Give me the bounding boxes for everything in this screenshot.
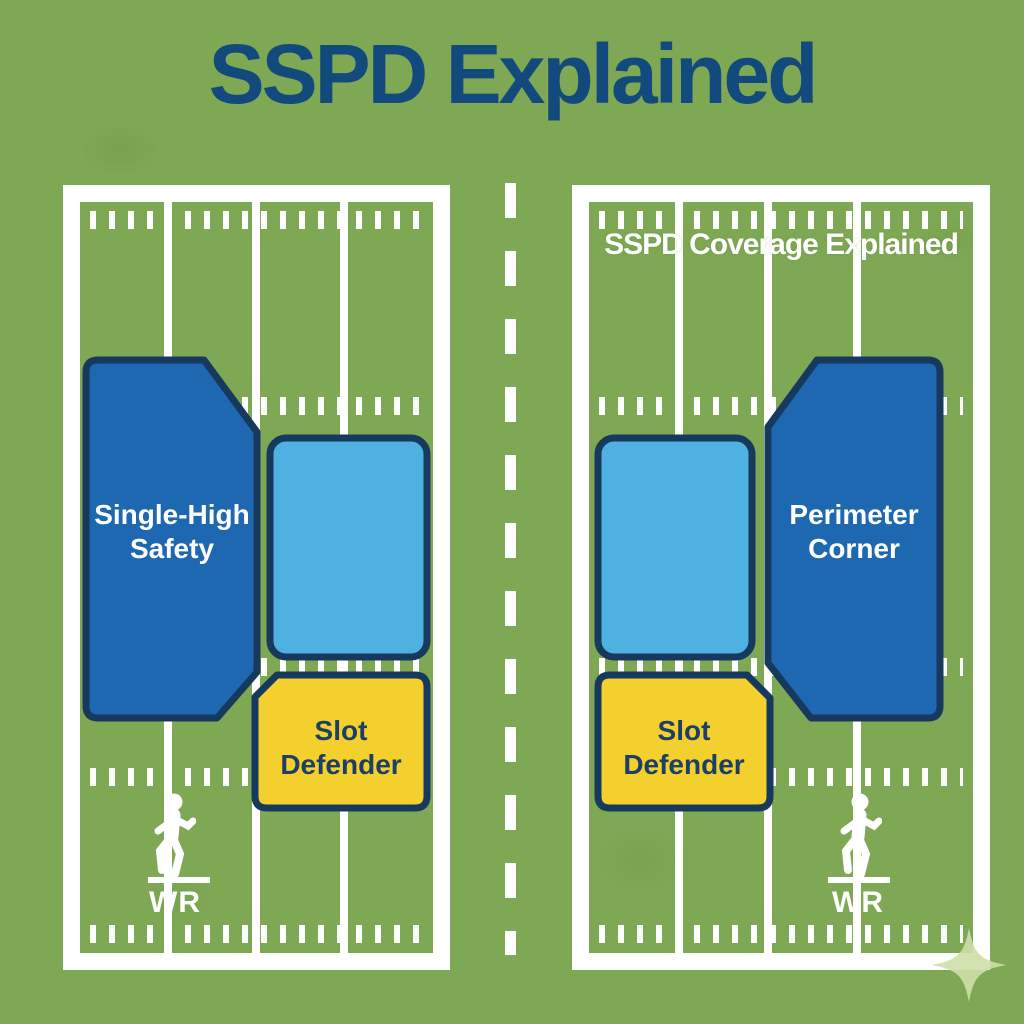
single-high-safety-zone xyxy=(82,356,261,722)
sparkle-icon xyxy=(932,928,1006,1002)
dashed-divider-line xyxy=(505,183,516,955)
field-panel-left: Single-High Safety Slot Defender WR xyxy=(63,185,450,970)
page-title: SSPD Explained xyxy=(208,27,819,121)
slot-defender-zone xyxy=(594,671,774,812)
wr-label: WR xyxy=(149,886,201,919)
wr-player-icon xyxy=(840,793,882,878)
wr-label: WR xyxy=(832,886,884,919)
line-of-scrimmage-tick xyxy=(148,877,210,883)
coverage-zones-left xyxy=(82,356,431,812)
mid-hook-zone xyxy=(594,434,756,661)
zone-label-perimeter-corner: Perimeter Corner xyxy=(789,499,919,565)
field-panel-right: SSPD Coverage Explained Perimeter Corner… xyxy=(572,185,990,970)
field-right: SSPD Coverage Explained Perimeter Corner… xyxy=(589,202,973,953)
line-of-scrimmage-tick xyxy=(828,877,890,883)
hash-marks-row xyxy=(599,925,963,943)
perimeter-corner-zone xyxy=(764,356,944,722)
slot-defender-zone xyxy=(251,671,431,812)
hash-marks-row xyxy=(90,211,423,229)
zone-label-slot-defender: Slot Defender xyxy=(280,715,402,781)
panel-overlay-title: SSPD Coverage Explained xyxy=(604,228,959,261)
wr-player-icon xyxy=(154,793,196,878)
coverage-zones-right xyxy=(594,356,944,812)
zone-label-single-high-safety: Single-High Safety xyxy=(94,499,250,565)
hash-marks-row xyxy=(90,925,423,943)
field-left: Single-High Safety Slot Defender WR xyxy=(80,202,433,953)
zone-label-slot-defender: Slot Defender xyxy=(623,715,745,781)
hash-marks-row xyxy=(599,211,963,229)
mid-hook-zone xyxy=(266,434,431,661)
